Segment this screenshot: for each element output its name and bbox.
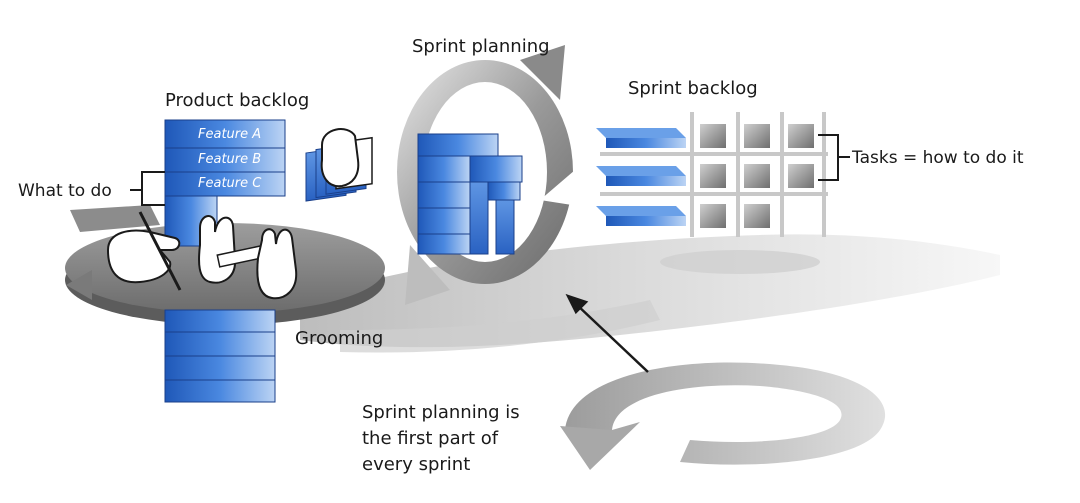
sprint-planning-title: Sprint planning bbox=[412, 36, 550, 57]
grooming-label: Grooming bbox=[295, 328, 383, 349]
process-flow-path bbox=[300, 234, 1000, 353]
hand-ruler-icon bbox=[198, 215, 268, 284]
sprint-cycle-arrow bbox=[560, 362, 886, 470]
product-backlog-title: Product backlog bbox=[165, 90, 309, 111]
sprint-backlog-board bbox=[596, 112, 828, 274]
tasks-label: Tasks = how to do it bbox=[851, 148, 1024, 168]
tasks-bracket bbox=[818, 134, 850, 181]
hand-icon bbox=[256, 228, 298, 300]
feature-b-label: Feature B bbox=[198, 152, 261, 167]
what-to-do-bracket bbox=[130, 171, 165, 206]
feature-c-label: Feature C bbox=[198, 176, 262, 191]
task-cubes bbox=[700, 124, 814, 228]
note-line-1: Sprint planning is bbox=[362, 402, 520, 423]
sprint-planning-grid bbox=[417, 133, 523, 255]
what-to-do-label: What to do bbox=[18, 181, 112, 201]
sprint-backlog-title: Sprint backlog bbox=[628, 78, 758, 99]
feature-a-label: Feature A bbox=[198, 127, 261, 142]
hand-top-icon bbox=[320, 128, 360, 188]
hand-writing-icon bbox=[106, 211, 182, 291]
pointer-arrow bbox=[565, 293, 649, 373]
note-line-2: the first part of bbox=[362, 428, 499, 449]
note-line-3: every sprint bbox=[362, 454, 470, 475]
